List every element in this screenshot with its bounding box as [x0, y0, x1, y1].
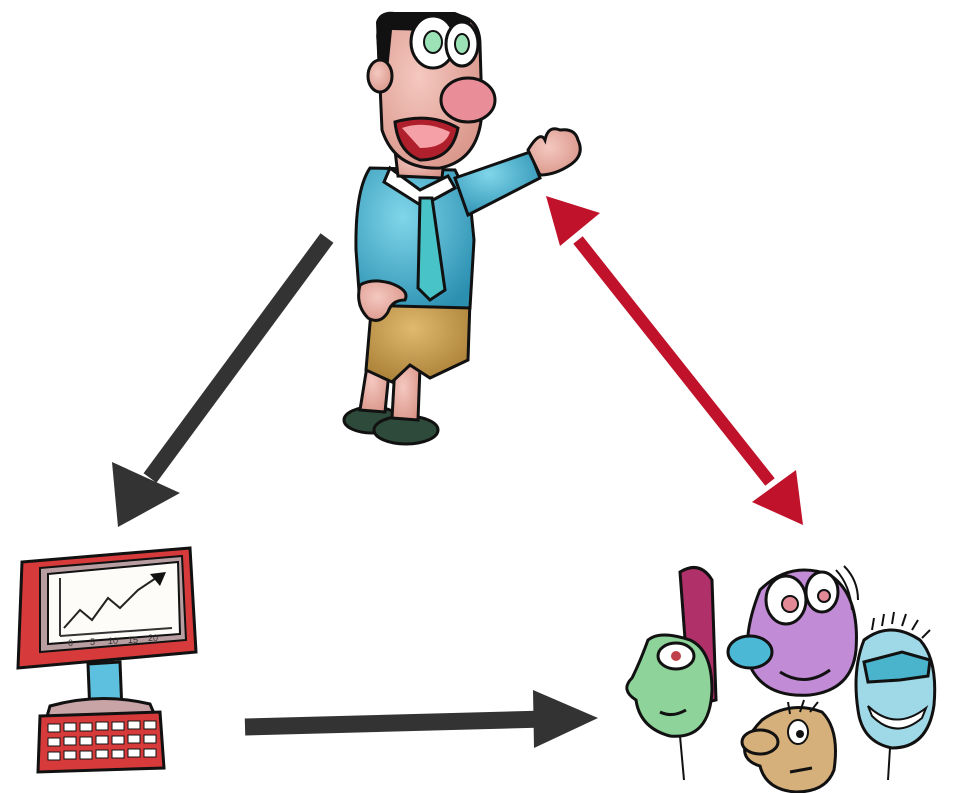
audience-faces-icon — [625, 565, 937, 793]
presenter-cartoon-icon — [342, 11, 582, 446]
tick-label-15: 15 — [128, 635, 138, 645]
arrow-presenter-to-computer — [112, 233, 334, 527]
tick-label-0: 0 — [68, 638, 73, 648]
computer-chart-icon: 0 5 10 15 20 — [16, 546, 198, 774]
arrow-computer-to-audience — [244, 690, 598, 748]
tick-label-5: 5 — [90, 637, 95, 647]
tick-label-20: 20 — [148, 633, 158, 643]
tick-label-10: 10 — [108, 636, 118, 646]
arrow-presenter-audience-bidirectional — [546, 196, 803, 525]
